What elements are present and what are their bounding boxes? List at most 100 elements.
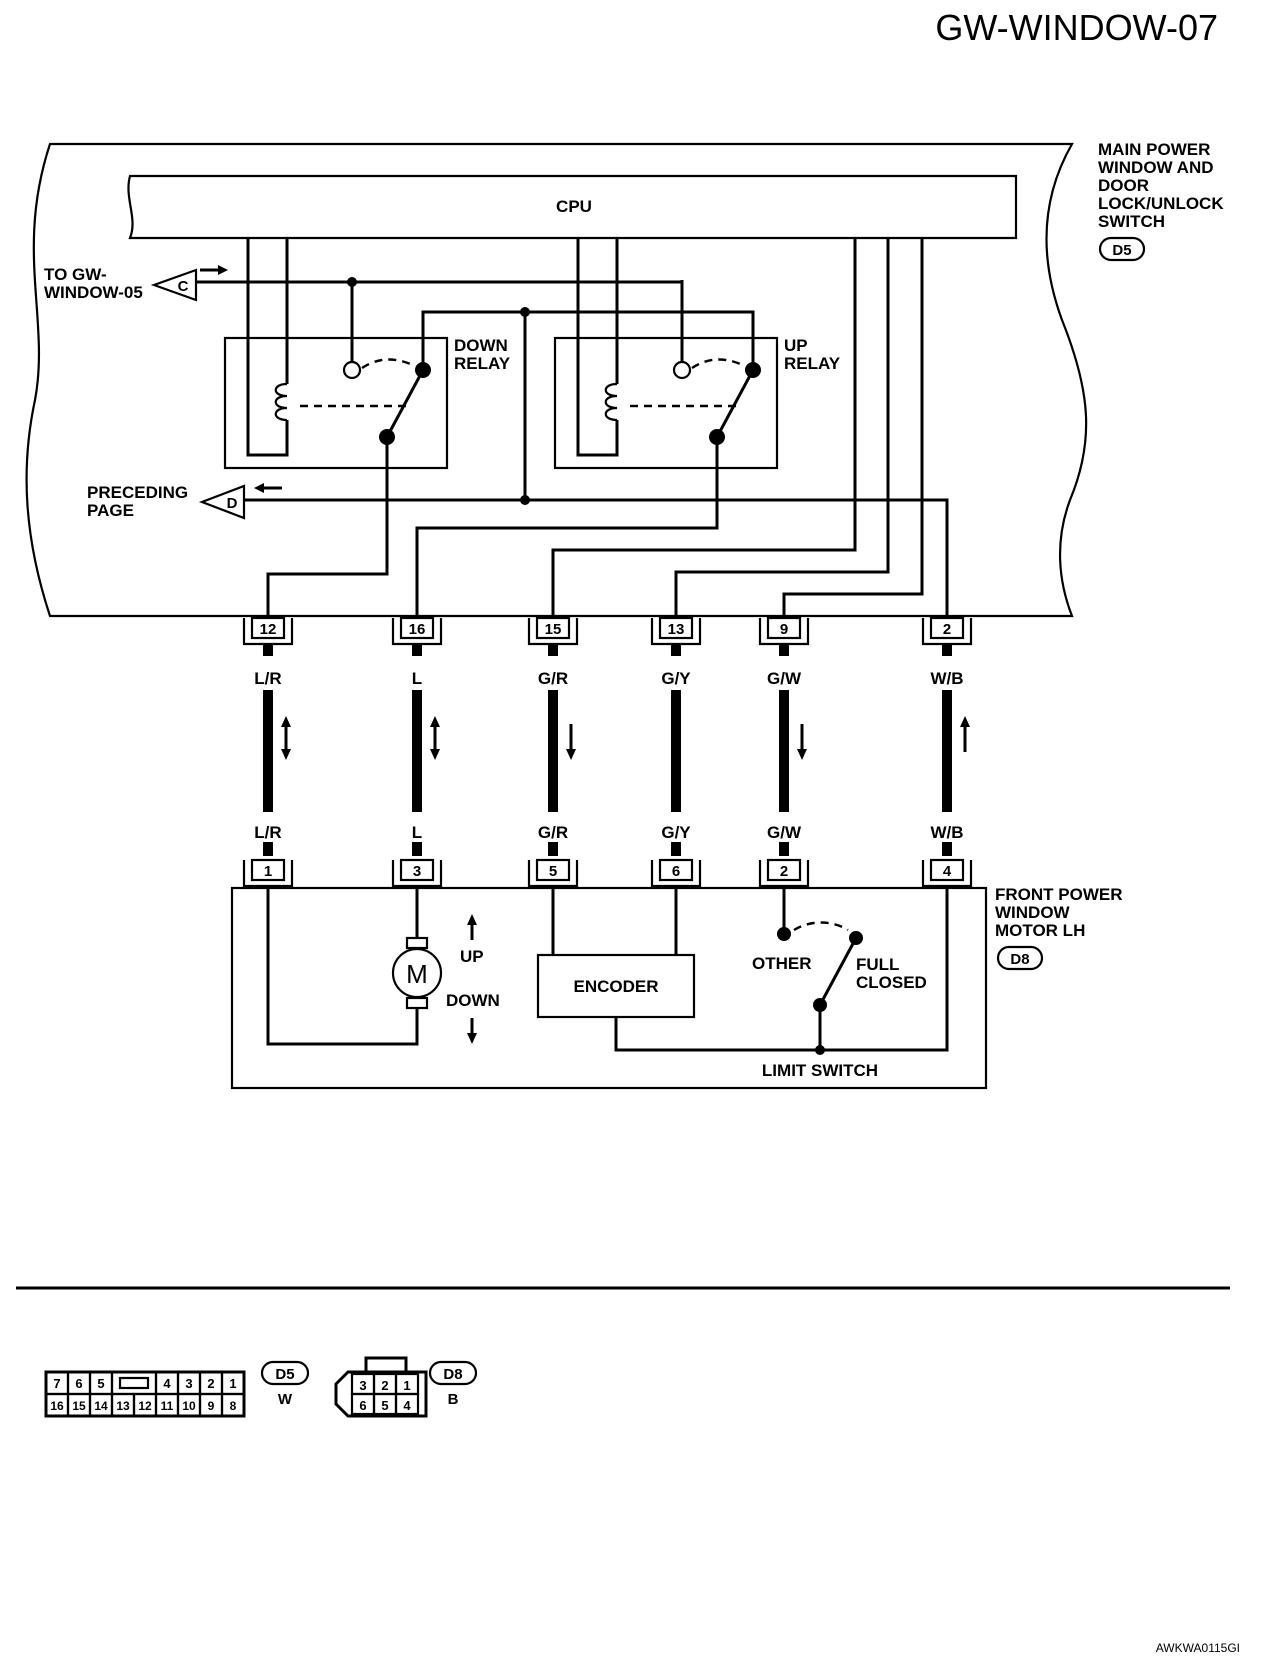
switch-contact-icon	[818, 937, 858, 1006]
motor-unit-name-3: MOTOR LH	[995, 921, 1085, 940]
flow-arrow-up-head	[281, 716, 291, 727]
top-wire-color: G/Y	[661, 669, 691, 688]
switch-connector-code: D5	[1112, 242, 1131, 259]
switch-unit-name-4: LOCK/UNLOCK	[1098, 194, 1224, 213]
d5-key-slot	[118, 1376, 150, 1390]
top-pin-9-box	[766, 616, 802, 640]
top-pin-15-number: 15	[545, 621, 562, 638]
motor-loop	[266, 888, 419, 1046]
bottom-pin-1-number: 1	[264, 863, 272, 880]
arrow-icon	[200, 265, 228, 275]
circuit-9-route	[782, 238, 924, 620]
triangle-connector-icon	[150, 268, 198, 302]
switch-contact-icon	[715, 369, 755, 438]
bottom-wire-color: G/W	[767, 823, 802, 842]
d5-pin: 10	[182, 1399, 196, 1413]
encoder-box	[536, 953, 696, 1019]
motor-unit-box	[230, 886, 988, 1090]
page-title: GW-WINDOW-07	[935, 7, 1218, 48]
circuit-15-route	[551, 238, 857, 620]
bottom-pin-3-number: 3	[413, 863, 421, 880]
limit-switch-other-contact	[777, 927, 791, 941]
to-gw-label-1: TO GW-	[44, 265, 107, 284]
switch-unit-name-2: WINDOW AND	[1098, 158, 1214, 177]
bottom-pin-1-box	[250, 858, 286, 882]
bottom-pin-1-bracket	[242, 860, 294, 888]
bottom-pin-2-bracket	[758, 860, 810, 888]
d5-pin: 6	[75, 1376, 82, 1391]
switch-unit-name-3: DOOR	[1098, 176, 1149, 195]
d5-pin: 14	[94, 1399, 108, 1413]
bottom-pin-3-bracket	[391, 860, 443, 888]
bottom-pin-6-number: 6	[672, 863, 680, 880]
preceding-line	[244, 498, 949, 620]
top-wire-color: G/R	[538, 669, 568, 688]
coil-icon	[274, 382, 288, 422]
flow-arrow-down-head	[797, 749, 807, 760]
d5-pin: 5	[97, 1376, 104, 1391]
motor-connector-tag	[996, 945, 1044, 971]
d8-pin: 1	[403, 1378, 410, 1393]
top-wire-color: L/R	[254, 669, 281, 688]
flow-arrow-down-head	[281, 749, 291, 760]
switch-contact-icon	[385, 369, 425, 438]
bottom-pin-4-number: 4	[943, 863, 952, 880]
top-pin-13-box	[658, 616, 694, 640]
up-relay-nc-contact	[672, 360, 692, 380]
cpu-box	[127, 174, 1018, 240]
flow-arrow-up-head	[960, 716, 970, 727]
triangle-connector-icon	[198, 484, 246, 520]
limit-switch-closed-label: CLOSED	[856, 973, 927, 992]
arrow-icon	[566, 724, 576, 760]
to-gw-line	[196, 280, 684, 284]
d5-color: W	[278, 1391, 293, 1408]
harness-layer: 12L/RL/R116LL315G/RG/R513G/YG/Y69G/WG/W2…	[242, 616, 973, 888]
encoder-ground	[614, 1017, 820, 1052]
figure-id: AWKWA0115GI	[1156, 1641, 1240, 1655]
top-pin-16-number: 16	[409, 621, 426, 638]
bottom-wire-color: L/R	[254, 823, 281, 842]
top-pin-12-box	[250, 616, 286, 640]
d8-pin: 5	[381, 1398, 388, 1413]
d8-code-tag	[428, 1360, 478, 1386]
to-gw-label-2: WINDOW-05	[44, 283, 143, 302]
flow-arrow-up-head	[430, 716, 440, 727]
d5-top-cell	[110, 1370, 158, 1396]
arrow-icon	[467, 914, 477, 940]
bottom-pin-6-box	[658, 858, 694, 882]
motor-unit-name-2: WINDOW	[995, 903, 1071, 922]
limit-switch-label: LIMIT SWITCH	[762, 1061, 878, 1080]
preceding-label-2: PAGE	[87, 501, 134, 520]
d5-pin: 7	[53, 1376, 60, 1391]
motor-down-label: DOWN	[446, 991, 500, 1010]
relay-common-bus	[421, 310, 755, 370]
limit-switch-common-wire	[818, 888, 949, 1052]
top-pin-13-number: 13	[668, 621, 685, 638]
d5-code-tag	[260, 1360, 310, 1386]
to-gw-tag: C	[178, 278, 189, 295]
top-pin-15-box	[535, 616, 571, 640]
d8-code: D8	[443, 1366, 462, 1383]
circuit-13-route	[674, 238, 890, 620]
preceding-label-1: PRECEDING	[87, 483, 188, 502]
motor-unit-name-1: FRONT POWER	[995, 885, 1123, 904]
top-wire-color: W/B	[930, 669, 963, 688]
limit-switch-throw	[793, 921, 849, 932]
top-pin-2-box	[929, 616, 965, 640]
motor-connector-code: D8	[1010, 951, 1029, 968]
motor-up-label: UP	[460, 947, 484, 966]
bottom-pin-2-box	[766, 858, 802, 882]
d5-pin: 3	[185, 1376, 192, 1391]
d5-pin: 15	[72, 1399, 86, 1413]
limit-switch-full-label: FULL	[856, 955, 899, 974]
top-pin-9-number: 9	[780, 621, 788, 638]
d8-connector-outline	[334, 1370, 428, 1418]
arrow-icon	[960, 716, 970, 752]
switch-connector-tag	[1098, 236, 1146, 262]
encoder-wires	[551, 888, 678, 955]
top-pin-12-number: 12	[260, 621, 277, 638]
down-relay-label-2: RELAY	[454, 354, 511, 373]
up-relay-label-2: RELAY	[784, 354, 841, 373]
d8-pin: 4	[403, 1398, 411, 1413]
